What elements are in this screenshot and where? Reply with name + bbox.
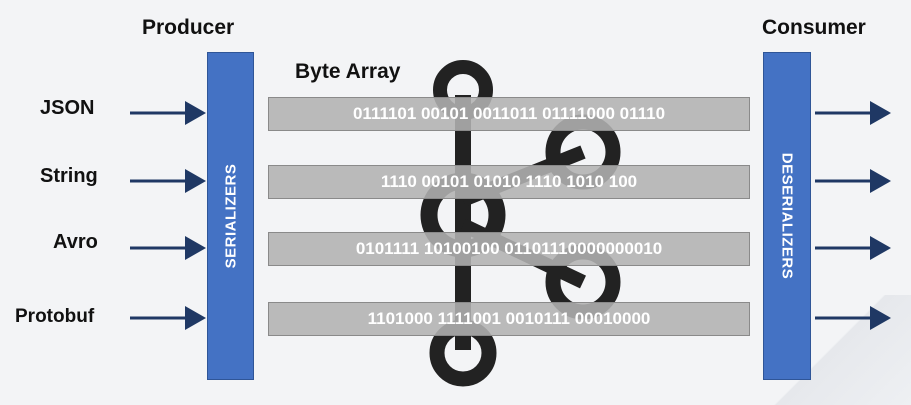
byte-array-row: 1110 00101 01010 1110 1010 100 — [268, 165, 750, 199]
format-label-string: String — [40, 165, 98, 187]
format-label-json: JSON — [40, 97, 95, 119]
deserializers-block: DESERIALIZERS — [763, 52, 811, 380]
consumer-title: Consumer — [762, 16, 866, 39]
serializers-block: SERIALIZERS — [207, 52, 254, 380]
serializers-label: SERIALIZERS — [222, 163, 239, 269]
format-label-protobuf: Protobuf — [15, 306, 95, 327]
deserializers-label: DESERIALIZERS — [778, 152, 796, 280]
producer-title: Producer — [142, 16, 235, 39]
format-label-avro: Avro — [53, 231, 98, 253]
byte-array-title: Byte Array — [295, 60, 401, 83]
byte-array-row: 0101111 10100100 01101110000000010 — [268, 232, 750, 266]
byte-array-row: 1101000 1111001 0010111 00010000 — [268, 302, 750, 336]
byte-array-row: 0111101 00101 0011011 01111000 01110 — [268, 97, 750, 131]
